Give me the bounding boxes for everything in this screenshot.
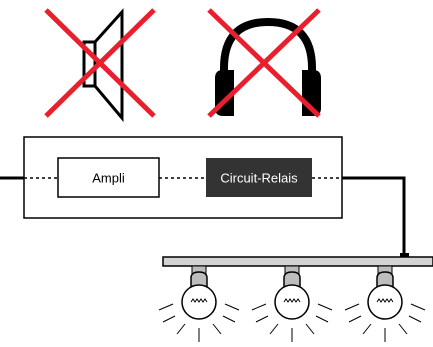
ampli-label: Ampli bbox=[92, 171, 125, 186]
cross-mark bbox=[44, 8, 156, 118]
lighting-bar bbox=[162, 256, 433, 267]
cross-mark bbox=[207, 8, 321, 118]
headphones-muted-icon bbox=[207, 8, 321, 118]
speaker-muted-icon bbox=[44, 8, 156, 123]
light-bulb-icon bbox=[251, 265, 333, 342]
light-bulb-icon bbox=[158, 265, 240, 342]
ampli-block: Ampli bbox=[57, 157, 160, 198]
relay-label: Circuit-Relais bbox=[220, 171, 298, 186]
light-bulb-icon bbox=[344, 265, 426, 342]
relay-block: Circuit-Relais bbox=[206, 158, 312, 197]
output-wire bbox=[342, 176, 409, 262]
